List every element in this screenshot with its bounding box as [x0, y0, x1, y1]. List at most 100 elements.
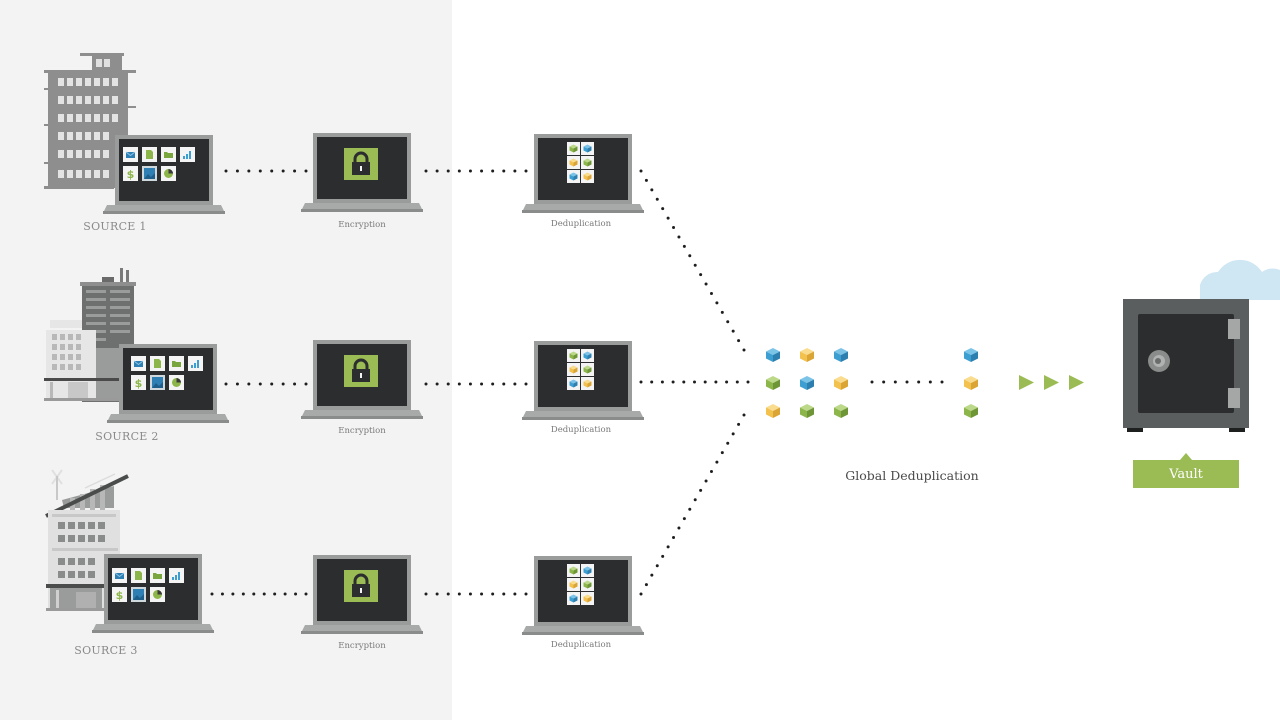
- connector-dot: [502, 592, 506, 596]
- connector-dot: [928, 380, 932, 384]
- connector-dot: [231, 592, 235, 596]
- connector-dot: [294, 592, 298, 596]
- connector-dot: [725, 380, 729, 384]
- connector-dot: [688, 507, 692, 511]
- connector-dot: [241, 592, 245, 596]
- connector-dot: [424, 592, 428, 596]
- connector-dot: [746, 380, 750, 384]
- connector-dot: [258, 382, 262, 386]
- connector-dot: [435, 382, 439, 386]
- connector-dot: [940, 380, 944, 384]
- connector-dot: [682, 244, 686, 248]
- deduplication-laptop-1: [522, 134, 644, 213]
- connector-dot: [715, 301, 719, 305]
- source-2-label: SOURCE 2: [95, 430, 159, 443]
- connector-dot: [677, 526, 681, 530]
- block-grid-icon: [567, 564, 594, 605]
- connector-dot: [677, 235, 681, 239]
- connector-dot: [424, 169, 428, 173]
- connector-dot: [666, 216, 670, 220]
- connector-dot: [714, 380, 718, 384]
- deduplication-laptop-2: [522, 341, 644, 420]
- connector-dot: [693, 263, 697, 267]
- connector-dot: [224, 169, 228, 173]
- connector-dot: [502, 169, 506, 173]
- connector-dot: [644, 583, 648, 587]
- connector-dot: [247, 169, 251, 173]
- connector-dot: [304, 382, 308, 386]
- connector-dot: [682, 380, 686, 384]
- connector-dot: [491, 169, 495, 173]
- connector-dot: [304, 592, 308, 596]
- connector-dot: [235, 382, 239, 386]
- source-1-building: [44, 53, 136, 189]
- vault-safe-icon: [1123, 299, 1249, 432]
- cube-yellow-icon: [800, 348, 814, 362]
- connector-dot: [735, 380, 739, 384]
- connector-dot: [446, 382, 450, 386]
- encryption-laptop-1: [301, 133, 423, 212]
- connector-dot: [435, 169, 439, 173]
- lock-icon: [344, 355, 378, 387]
- flow-arrows: [1019, 375, 1084, 390]
- arrow-icon: [1044, 375, 1059, 390]
- global-dedup-blocks: [766, 348, 848, 418]
- connector-dot: [644, 178, 648, 182]
- global-deduplication-label: Global Deduplication: [845, 468, 979, 483]
- connector-dot: [703, 380, 707, 384]
- source-1-laptop: [103, 135, 225, 214]
- connector-dot: [737, 339, 741, 343]
- connector-dot: [650, 573, 654, 577]
- connector-dot: [457, 169, 461, 173]
- arrow-icon: [1069, 375, 1084, 390]
- encryption-label-1: Encryption: [338, 220, 386, 230]
- connector-dot: [273, 592, 277, 596]
- block-grid-icon: [567, 142, 594, 183]
- source-3-label: SOURCE 3: [74, 644, 138, 657]
- connector-dot: [639, 169, 643, 173]
- connector-dot: [281, 169, 285, 173]
- connector-dot: [220, 592, 224, 596]
- cube-yellow-icon: [766, 404, 780, 418]
- connector-dot: [655, 564, 659, 568]
- connector-dot: [661, 554, 665, 558]
- deduplication-laptop-3: [522, 556, 644, 635]
- connector-dot: [491, 382, 495, 386]
- connector-dot: [688, 254, 692, 258]
- cube-yellow-icon: [834, 376, 848, 390]
- connector-dot: [247, 382, 251, 386]
- source-3-laptop: [92, 554, 214, 633]
- connector-dot: [252, 592, 256, 596]
- connector-dot: [224, 382, 228, 386]
- deduplication-label-1: Deduplication: [550, 219, 612, 229]
- lock-icon: [344, 148, 378, 180]
- source-1-label: SOURCE 1: [83, 220, 147, 233]
- connector-dot: [704, 282, 708, 286]
- connector-dot: [893, 380, 897, 384]
- connector-dot: [270, 169, 274, 173]
- connector-dot: [666, 545, 670, 549]
- source-2-building: [44, 268, 136, 402]
- connector-dot: [720, 310, 724, 314]
- connector-dot: [905, 380, 909, 384]
- connector-dot: [270, 382, 274, 386]
- connector-dot: [742, 413, 746, 417]
- encryption-laptop-2: [301, 340, 423, 419]
- connector-dot: [446, 592, 450, 596]
- connector-dot: [468, 169, 472, 173]
- cube-blue-icon: [834, 348, 848, 362]
- cube-green-icon: [800, 404, 814, 418]
- connector-dot: [671, 380, 675, 384]
- encryption-label-2: Encryption: [338, 426, 386, 436]
- connector-dot: [709, 291, 713, 295]
- cube-blue-icon: [800, 376, 814, 390]
- deduplication-label-2: Deduplication: [550, 425, 612, 435]
- connector-dot: [660, 380, 664, 384]
- connector-dot: [258, 169, 262, 173]
- connector-dot: [468, 592, 472, 596]
- unique-blocks: [964, 348, 978, 418]
- connector-dot: [693, 380, 696, 384]
- connector-dot: [682, 517, 686, 521]
- encryption-laptop-3: [301, 555, 423, 634]
- connector-dot: [468, 382, 472, 386]
